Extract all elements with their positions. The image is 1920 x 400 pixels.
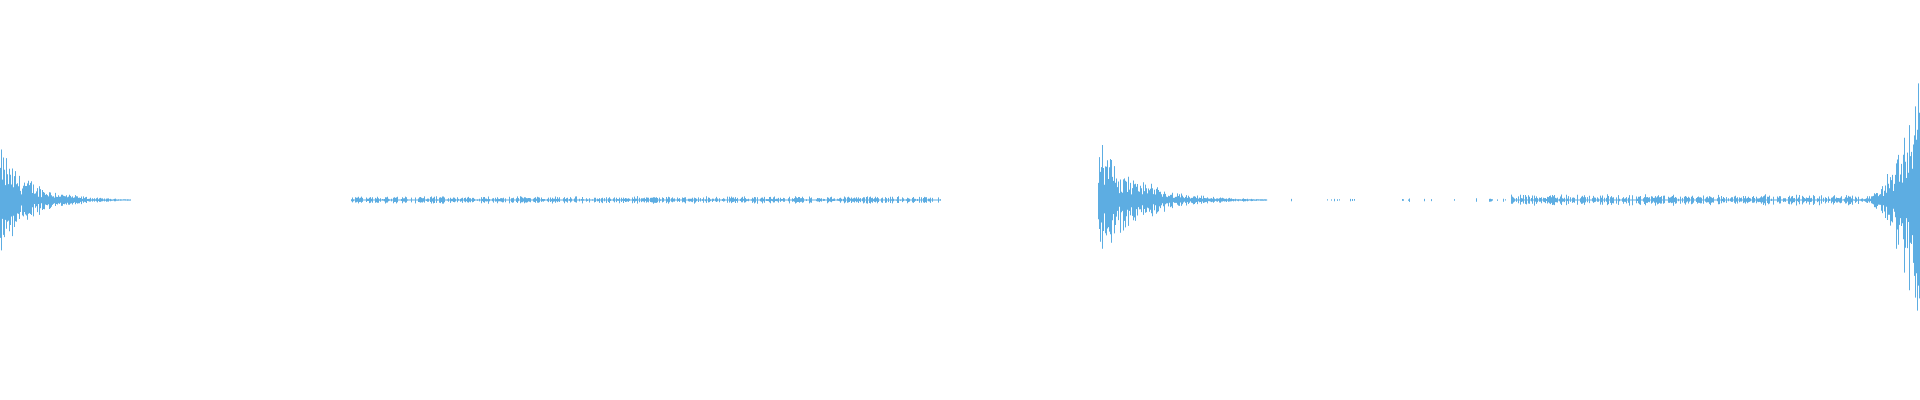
- waveform-path: [0, 83, 1920, 311]
